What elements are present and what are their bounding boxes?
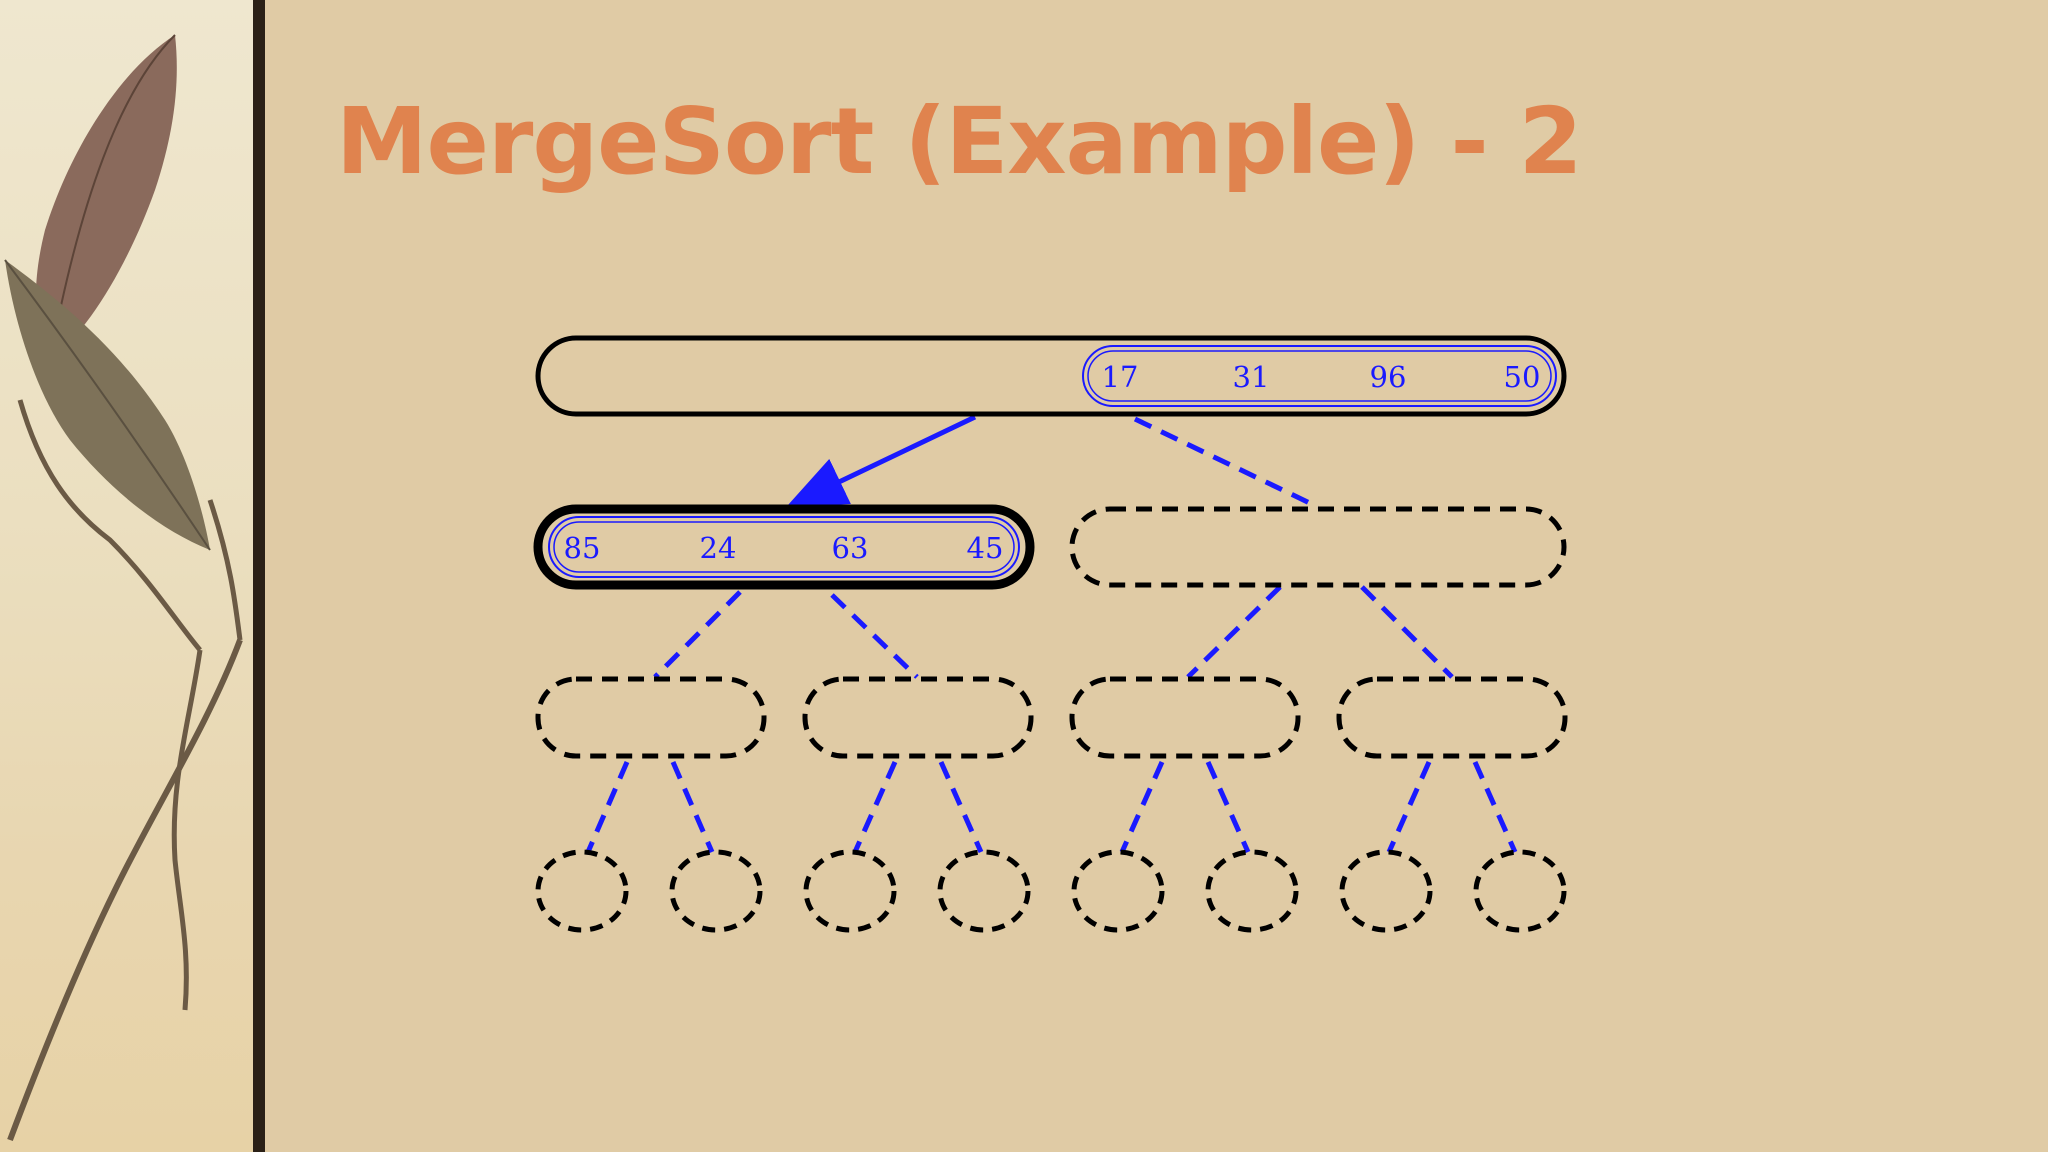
edge-g4-a [1386, 760, 1432, 854]
left-child-values-capsule [548, 516, 1020, 578]
active-edge-arrow [785, 414, 977, 508]
edge-g3-b [1205, 760, 1251, 854]
edge-g2-a [852, 760, 898, 854]
leaf-node-2 [669, 849, 763, 933]
slide-title: MergeSort (Example) - 2 [336, 88, 1583, 195]
root-value-2: 31 [1233, 360, 1270, 394]
leaf-node-4 [937, 849, 1031, 933]
leaf-node-8 [1473, 849, 1567, 933]
leaf-node-3 [803, 849, 897, 933]
left-value-4: 45 [967, 531, 1004, 565]
right-child-node [1069, 506, 1567, 588]
left-value-3: 63 [832, 531, 869, 565]
leaf-node-6 [1205, 849, 1299, 933]
root-value-3: 96 [1370, 360, 1407, 394]
leaf-node-1 [535, 849, 629, 933]
edge-g3-a [1119, 760, 1165, 854]
edge-g1-a [585, 761, 630, 853]
root-value-1: 17 [1102, 360, 1139, 394]
edge-l-1 [653, 590, 742, 679]
grandchild-node-1 [535, 676, 767, 759]
left-child-node [533, 504, 1035, 590]
edge-g2-b [938, 760, 984, 854]
edge-r-2 [1360, 585, 1454, 679]
edge-g1-b [670, 761, 715, 853]
grandchild-node-3 [1069, 676, 1301, 759]
left-value-1: 85 [564, 531, 601, 565]
grandchild-node-4 [1336, 676, 1568, 759]
edge-r-1 [1186, 585, 1282, 679]
decorative-sidebar [0, 0, 253, 1152]
leaf-node-7 [1339, 849, 1433, 933]
sidebar-divider [253, 0, 265, 1152]
root-node [535, 335, 1567, 417]
leaf-node-5 [1071, 849, 1165, 933]
leaf-branch-icon [4, 34, 243, 1142]
root-value-4: 50 [1504, 360, 1541, 394]
left-value-2: 24 [700, 531, 737, 565]
grandchild-node-2 [802, 676, 1034, 759]
root-values-capsule [1082, 345, 1557, 407]
edge-g4-b [1472, 760, 1518, 854]
edge-l-2 [830, 593, 919, 679]
edge-root-right [1133, 416, 1320, 510]
